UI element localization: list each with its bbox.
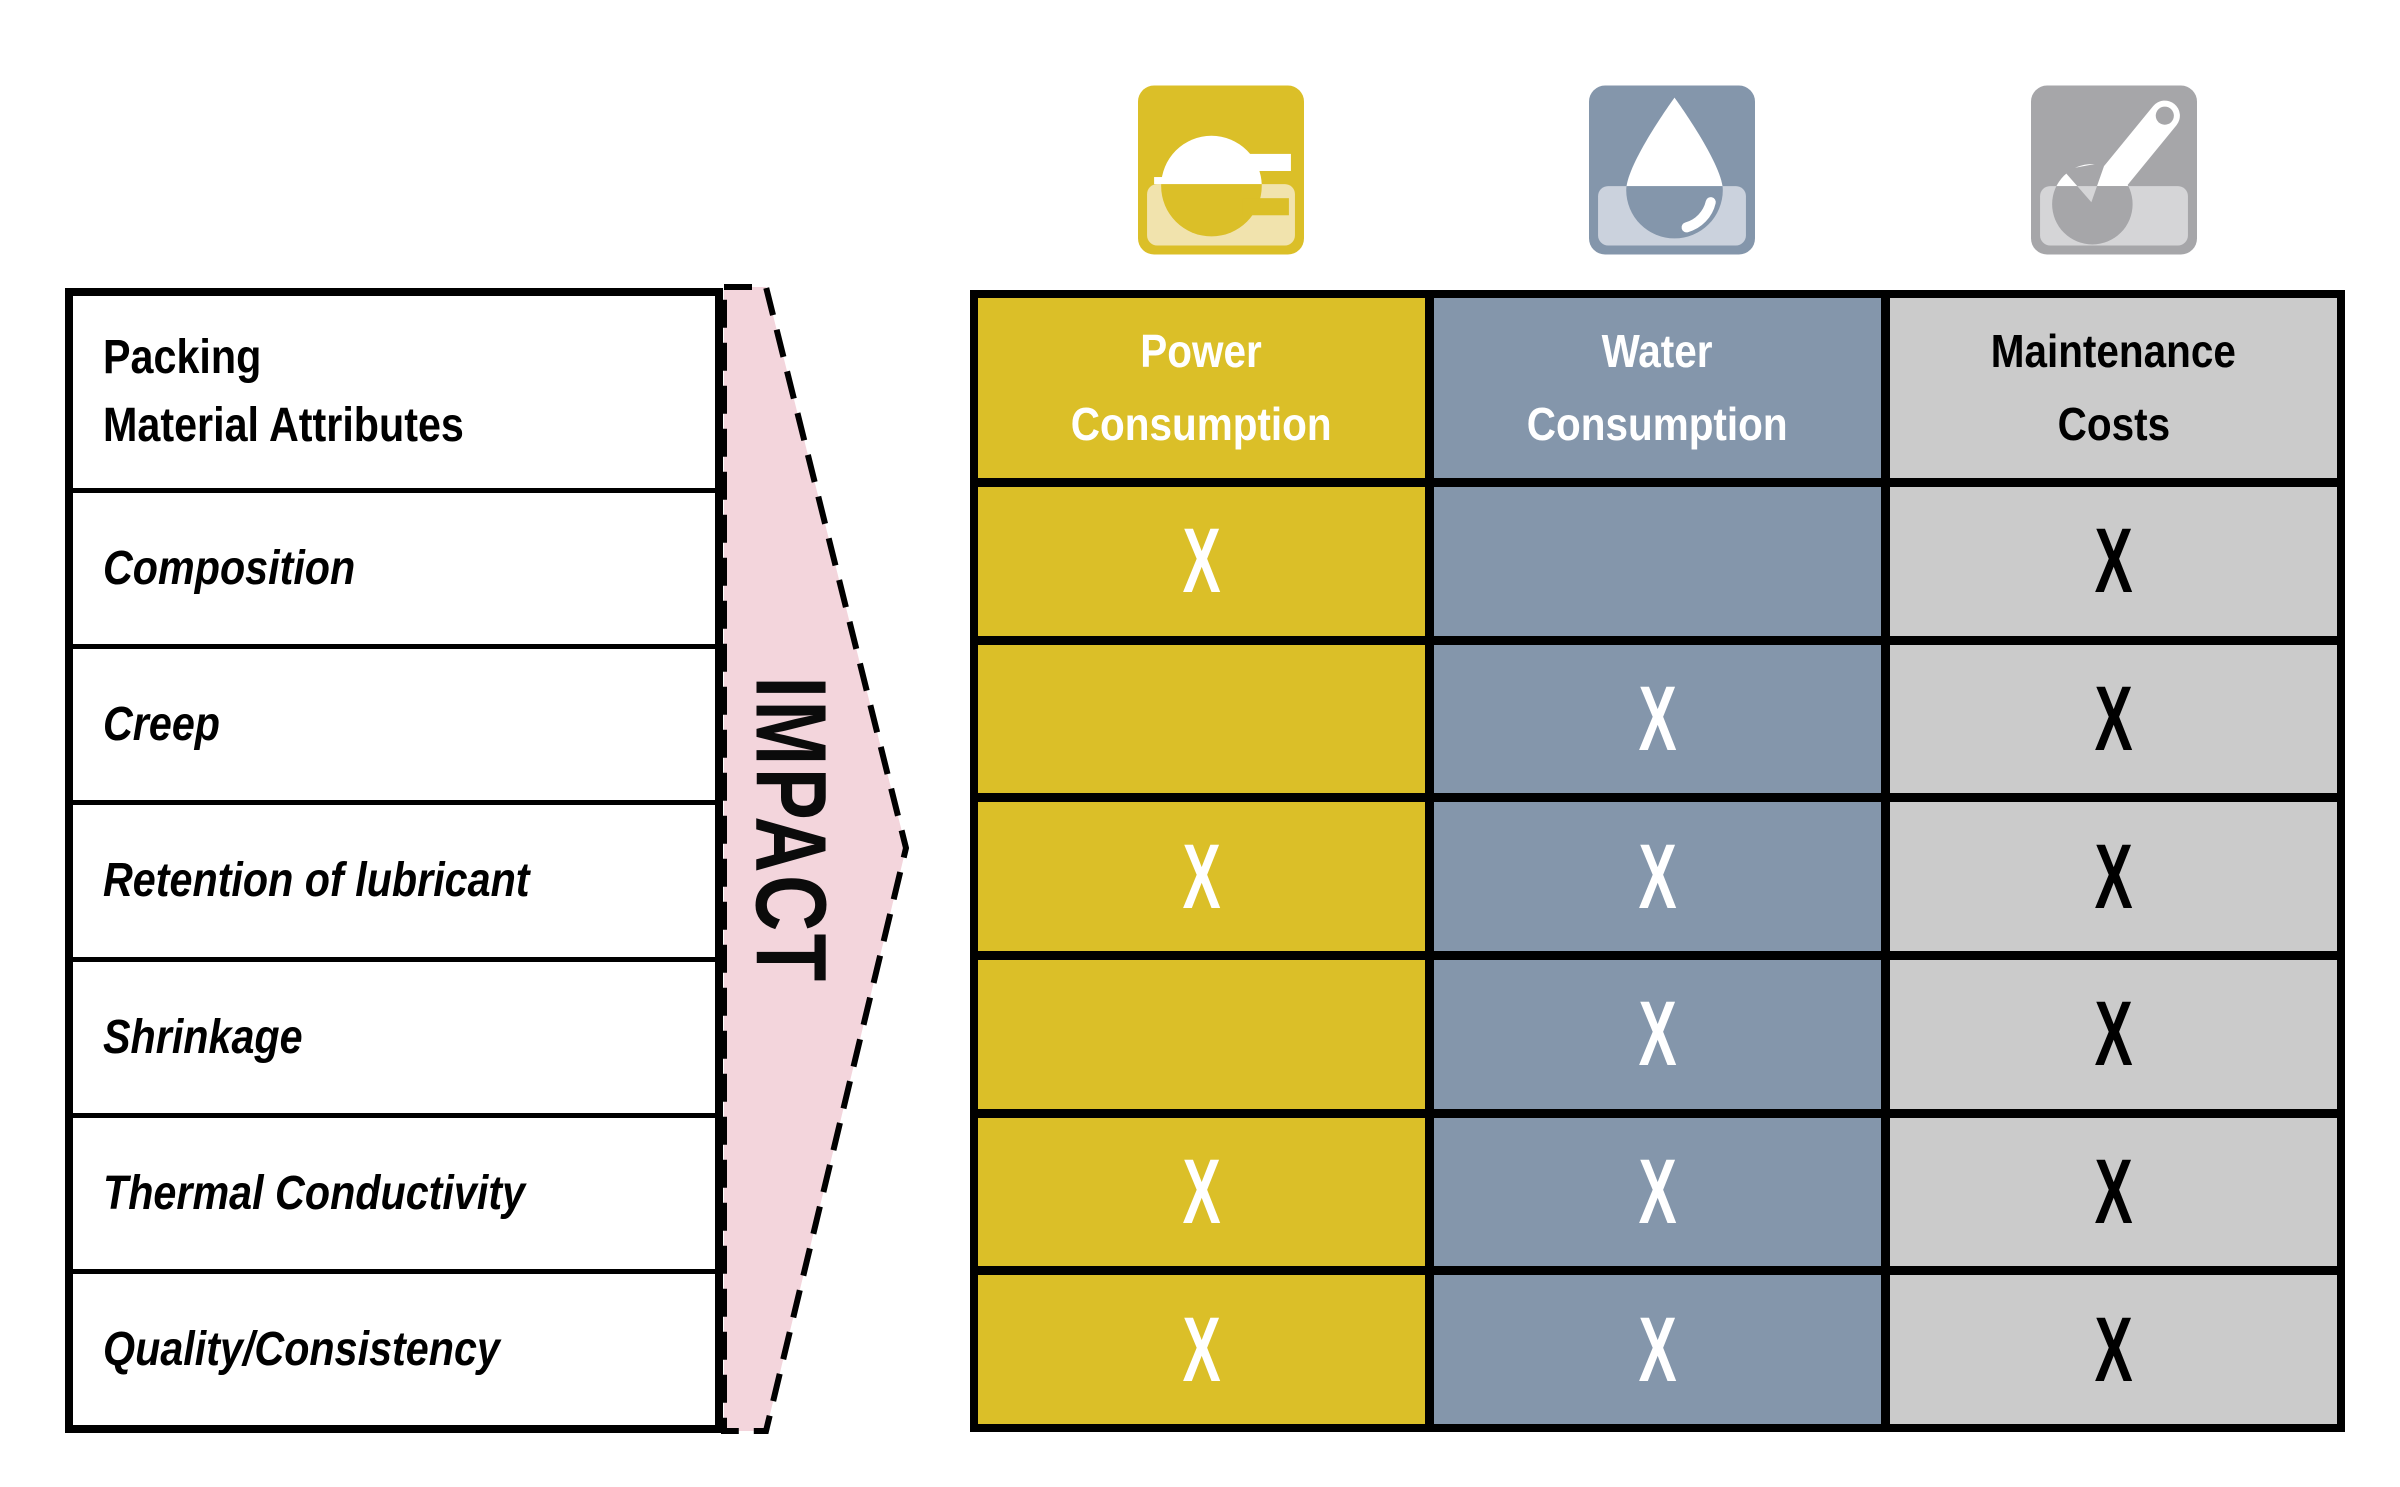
impact-mark: X <box>2094 825 2133 928</box>
column-header-power: Power Consumption <box>978 298 1425 478</box>
matrix-cell: X <box>1434 1275 1881 1424</box>
attribute-row: Thermal Conductivity <box>73 1118 715 1274</box>
water-drop-icon <box>1589 85 1755 255</box>
attribute-row: Retention of lubricant <box>73 805 715 962</box>
column-header-line: Power <box>1140 325 1263 378</box>
matrix-cell <box>978 644 1425 794</box>
matrix-cell: X <box>1890 644 2337 794</box>
column-header-maintenance: Maintenance Costs <box>1890 298 2337 478</box>
attribute-row: Quality/Consistency <box>73 1274 715 1425</box>
impact-mark: X <box>1182 825 1221 928</box>
column-header-line: Costs <box>2057 398 2170 450</box>
impact-mark: X <box>1182 1298 1221 1401</box>
matrix-cell: X <box>1434 644 1881 794</box>
impact-mark: X <box>1638 983 1677 1086</box>
matrix-cell: X <box>1434 802 1881 951</box>
attribute-label: Retention of lubricant <box>103 854 530 908</box>
attribute-row: Composition <box>73 493 715 650</box>
column-header-line: Maintenance <box>1990 325 2237 378</box>
matrix-cell: X <box>1890 1117 2337 1267</box>
impact-mark: X <box>2094 1140 2133 1243</box>
impact-mark: X <box>1182 1140 1221 1243</box>
matrix-cell: X <box>1890 1275 2337 1424</box>
matrix-cell: X <box>1890 487 2337 636</box>
column-header-line: Water <box>1602 325 1713 378</box>
matrix-cell: X <box>978 1275 1425 1424</box>
impact-mark: X <box>1638 1298 1677 1401</box>
impact-mark: X <box>1638 667 1677 770</box>
impact-matrix: Power Consumption Water Consumption Main… <box>970 290 2345 1432</box>
impact-mark: X <box>2094 1298 2133 1401</box>
attribute-label: Shrinkage <box>103 1010 303 1064</box>
matrix-cell: X <box>1434 1117 1881 1267</box>
attribute-row: Creep <box>73 649 715 806</box>
matrix-cell <box>978 960 1425 1109</box>
matrix-cell <box>1434 487 1881 636</box>
wrench-icon <box>2031 85 2197 255</box>
impact-mark: X <box>2094 667 2133 770</box>
title-line-1: Packing <box>103 330 262 384</box>
impact-mark: X <box>1638 825 1677 928</box>
matrix-cell: X <box>1434 960 1881 1109</box>
matrix-cell: X <box>1890 802 2337 951</box>
attributes-table: Packing Material Attributes Composition … <box>65 288 723 1433</box>
impact-mark: X <box>1638 1140 1677 1243</box>
impact-mark: X <box>1182 510 1221 613</box>
matrix-cell: X <box>1890 960 2337 1109</box>
attribute-row: Shrinkage <box>73 962 715 1118</box>
attribute-label: Thermal Conductivity <box>103 1166 526 1220</box>
attribute-label: Quality/Consistency <box>103 1322 500 1376</box>
attributes-table-title: Packing Material Attributes <box>73 296 715 493</box>
column-header-line: Consumption <box>1527 398 1788 450</box>
column-header-line: Consumption <box>1071 398 1332 450</box>
impact-mark: X <box>2094 510 2133 613</box>
attribute-label: Composition <box>103 542 356 596</box>
impact-arrow: IMPACT <box>721 284 910 1434</box>
impact-mark: X <box>2094 983 2133 1086</box>
power-plug-icon <box>1138 85 1304 255</box>
attribute-label: Creep <box>103 698 221 752</box>
column-header-water: Water Consumption <box>1434 298 1881 478</box>
matrix-cell: X <box>978 1117 1425 1267</box>
matrix-cell: X <box>978 487 1425 636</box>
matrix-cell: X <box>978 802 1425 951</box>
impact-arrow-label: IMPACT <box>734 676 846 983</box>
title-line-2: Material Attributes <box>103 399 464 452</box>
